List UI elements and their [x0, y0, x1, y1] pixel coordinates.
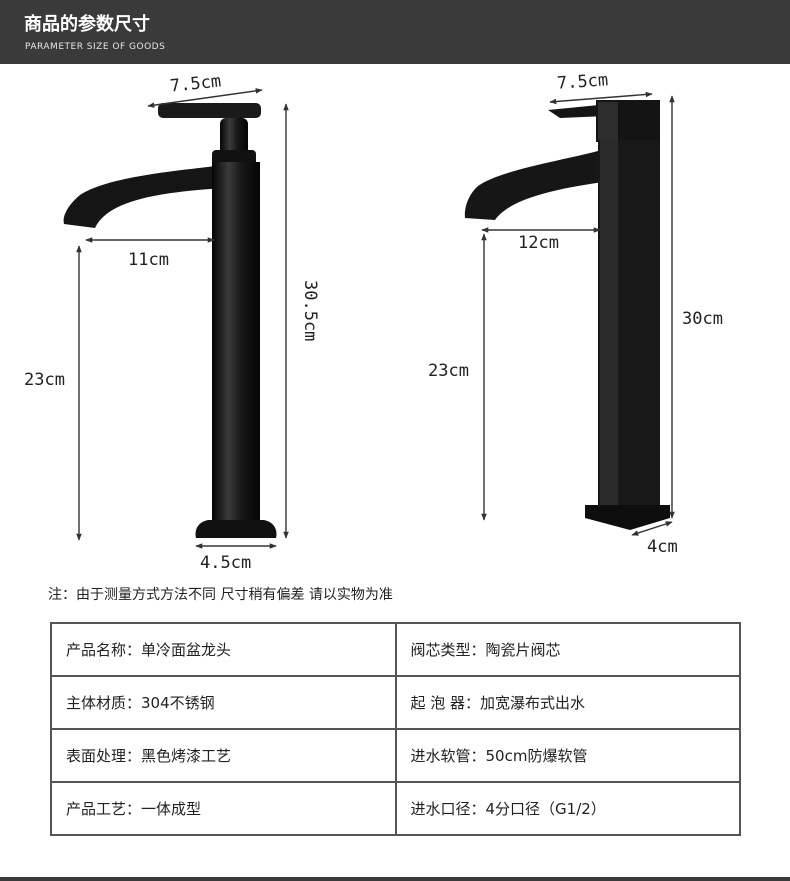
table-row: 产品名称：单冷面盆龙头 阀芯类型：陶瓷片阀芯 — [50, 622, 741, 677]
spec-cell: 产品名称：单冷面盆龙头 — [50, 622, 397, 677]
left-faucet-base — [195, 520, 277, 538]
spec-cell: 阀芯类型：陶瓷片阀芯 — [394, 622, 741, 677]
left-faucet — [63, 103, 277, 538]
right-faucet — [464, 100, 670, 530]
left-faucet-spout — [63, 165, 225, 228]
table-row: 表面处理：黑色烤漆工艺 进水软管：50cm防爆软管 — [50, 728, 741, 783]
spec-cell: 进水软管：50cm防爆软管 — [394, 728, 741, 783]
label-left-height: 30.5cm — [300, 280, 320, 342]
label-right-spout-height: 23cm — [428, 361, 469, 381]
label-right-base-width: 4cm — [647, 537, 678, 557]
header-subtitle: PARAMETER SIZE OF GOODS — [25, 42, 166, 52]
dim-line-right-base — [631, 521, 673, 536]
faucet-dimension-illustration — [63, 88, 675, 549]
bottom-divider — [0, 877, 790, 881]
dim-line-right-handle — [549, 91, 653, 105]
right-faucet-spout — [464, 150, 604, 220]
label-left-spout-reach: 11cm — [128, 250, 169, 270]
label-left-base-diameter: 4.5cm — [200, 553, 252, 573]
label-right-height: 30cm — [682, 309, 723, 329]
label-right-spout-reach: 12cm — [518, 233, 559, 253]
label-left-spout-height: 23cm — [24, 370, 65, 390]
dim-line-left-handle — [147, 88, 263, 108]
right-faucet-cap-shade — [598, 102, 618, 140]
measurement-note: 注：由于测量方式方法不同 尺寸稍有偏差 请以实物为准 — [48, 587, 393, 603]
spec-cell: 表面处理：黑色烤漆工艺 — [50, 728, 397, 783]
left-faucet-handle — [158, 103, 261, 118]
table-row: 主体材质：304不锈钢 起 泡 器：加宽瀑布式出水 — [50, 675, 741, 730]
header-title: 商品的参数尺寸 — [24, 14, 150, 35]
spec-cell: 产品工艺：一体成型 — [50, 781, 397, 836]
spec-cell: 进水口径：4分口径（G1/2） — [394, 781, 741, 836]
spec-table: 产品名称：单冷面盆龙头 阀芯类型：陶瓷片阀芯 主体材质：304不锈钢 起 泡 器… — [50, 622, 741, 836]
left-faucet-stem — [220, 118, 248, 158]
table-row: 产品工艺：一体成型 进水口径：4分口径（G1/2） — [50, 781, 741, 836]
right-faucet-body-highlight — [600, 140, 618, 505]
left-faucet-body — [212, 162, 260, 530]
spec-cell: 主体材质：304不锈钢 — [50, 675, 397, 730]
label-right-handle-width: 7.5cm — [556, 70, 609, 94]
page-header: 商品的参数尺寸 PARAMETER SIZE OF GOODS — [0, 0, 790, 64]
spec-cell: 起 泡 器：加宽瀑布式出水 — [394, 675, 741, 730]
